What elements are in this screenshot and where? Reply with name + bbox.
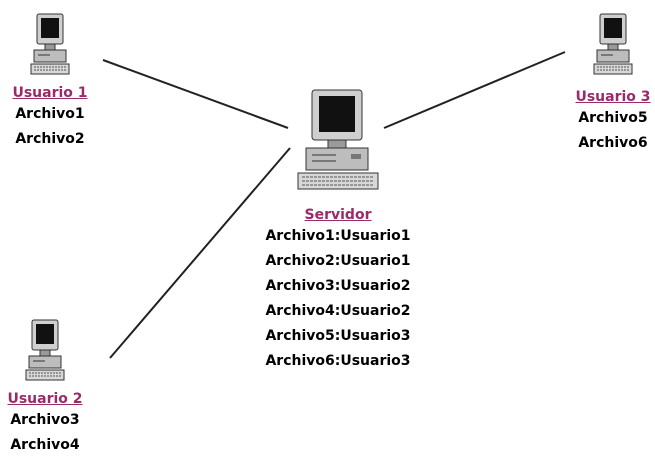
link-usuario3-servidor [383,51,566,129]
file-item: Archivo6:Usuario3 [265,353,411,369]
file-item: Archivo3:Usuario2 [265,278,411,294]
node-usuario2: Usuario 2 Archivo3 Archivo4 [0,318,95,458]
file-item: Archivo4:Usuario2 [265,303,411,319]
desktop-computer-icon [593,13,633,75]
file-item: Archivo5 [578,110,648,126]
file-item: Archivo2 [15,131,85,147]
node-title-usuario1: Usuario 1 [12,85,88,101]
file-item: Archivo4 [10,437,80,453]
node-title-usuario3: Usuario 3 [575,89,651,105]
file-item: Archivo5:Usuario3 [265,328,411,344]
desktop-computer-icon [25,319,65,381]
node-usuario3: Usuario 3 Archivo5 Archivo6 [563,12,655,156]
link-usuario2-servidor [109,147,291,359]
desktop-computer-icon [30,13,70,75]
link-usuario1-servidor [102,59,289,129]
file-item: Archivo1 [15,106,85,122]
file-item: Archivo3 [10,412,80,428]
file-item: Archivo1:Usuario1 [265,228,411,244]
server-computer-icon [297,89,379,190]
file-item: Archivo6 [578,135,648,151]
node-usuario1: Usuario 1 Archivo1 Archivo2 [0,12,100,152]
node-title-servidor: Servidor [304,207,372,223]
node-servidor: Servidor Archivo1:Usuario1 Archivo2:Usua… [243,88,433,374]
file-item: Archivo2:Usuario1 [265,253,411,269]
node-title-usuario2: Usuario 2 [7,391,83,407]
